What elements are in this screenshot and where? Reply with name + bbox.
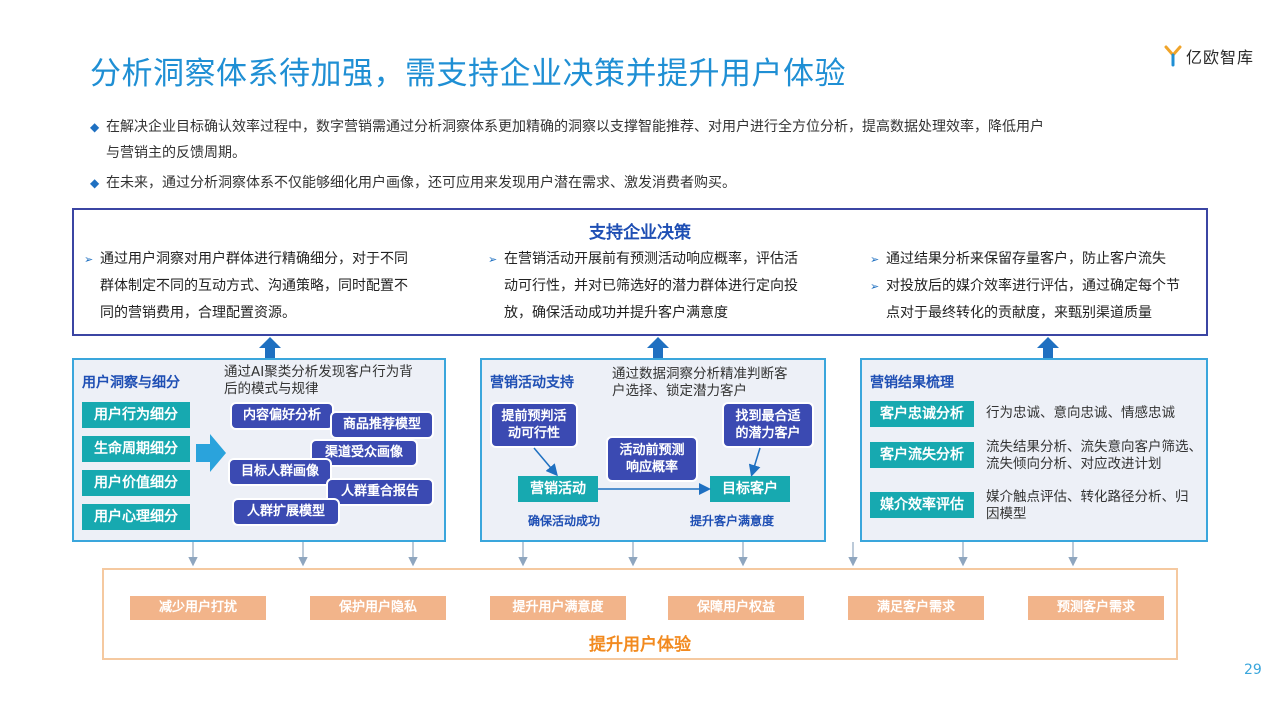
decision-text: 通过结果分析来保留存量客户，防止客户流失 — [886, 251, 1166, 267]
panel-note: 通过数据洞察分析精准判断客 户选择、锁定潜力客户 — [612, 366, 788, 400]
panel-title: 营销结果梳理 — [870, 375, 954, 391]
satisfaction-label: 提升客户满意度 — [690, 514, 775, 528]
analysis-desc: 媒介触点评估、转化路径分析、归 因模型 — [986, 489, 1189, 523]
bullet-text: 在未来，通过分析洞察体系不仅能够细化用户画像，还可应用来发现用户潜在需求、激发消… — [106, 175, 736, 191]
bullet-text: 在解决企业目标确认效率过程中，数字营销需通过分析洞察体系更加精确的洞察以支撑智能… — [106, 119, 1044, 135]
up-arrow-icon — [1037, 337, 1059, 359]
desc-line: 媒介触点评估、转化路径分析、归 — [986, 489, 1189, 505]
box-line: 活动前预测 — [619, 443, 685, 458]
bullet-text: 与营销主的反馈周期。 — [106, 145, 246, 161]
analysis-box: 媒介效率评估 — [870, 492, 974, 518]
bullet-item: ◆ 在解决企业目标确认效率过程中，数字营销需通过分析洞察体系更加精确的洞察以支撑… — [90, 114, 1200, 166]
box-line: 的潜力客户 — [735, 426, 801, 441]
logo-icon — [1164, 45, 1182, 67]
decision-text: 群体制定不同的互动方式、沟通策略，同时配置不 — [100, 278, 408, 294]
note-line: 通过AI聚类分析发现客户行为背 — [224, 364, 413, 380]
decision-text: 同的营销费用，合理配置资源。 — [100, 305, 296, 321]
flow-arrow — [748, 447, 761, 477]
chevron-right-icon: ➢ — [488, 253, 498, 266]
note-line: 后的模式与规律 — [224, 381, 319, 397]
page-title: 分析洞察体系待加强，需支持企业决策并提升用户体验 — [90, 56, 846, 92]
campaign-box: 营销活动 — [518, 476, 598, 502]
predict-box: 活动前预测响应概率 — [606, 436, 698, 482]
panel-title: 用户洞察与细分 — [82, 375, 180, 391]
decision-title: 支持企业决策 — [589, 223, 691, 243]
model-box: 人群扩展模型 — [232, 498, 340, 526]
up-arrow-icon — [647, 337, 669, 359]
decision-col-campaign: ➢ 在营销活动开展前有预测活动响应概率，评估活 动可行性，并对已筛选好的潜力群体进… — [488, 246, 798, 327]
desc-line: 流失倾向分析、对应改进计划 — [986, 456, 1162, 472]
desc-line: 因模型 — [986, 506, 1027, 522]
decision-text: 动可行性，并对已筛选好的潜力群体进行定向投 — [504, 278, 798, 294]
decision-text: 在营销活动开展前有预测活动响应概率，评估活 — [504, 251, 798, 267]
chevron-right-icon: ➢ — [870, 253, 880, 266]
box-line: 找到最合适 — [735, 409, 801, 424]
box-line: 响应概率 — [625, 460, 678, 475]
model-box: 目标人群画像 — [228, 458, 332, 486]
decision-text: 点对于最终转化的贡献度，来甄别渠道质量 — [886, 305, 1152, 321]
note-line: 户选择、锁定潜力客户 — [612, 383, 747, 399]
segment-box: 生命周期细分 — [82, 436, 190, 462]
success-label: 确保活动成功 — [528, 514, 601, 528]
target-customer-box: 目标客户 — [710, 476, 790, 502]
experience-item: 减少用户打扰 — [130, 596, 266, 620]
decision-col-insight: ➢ 通过用户洞察对用户群体进行精确细分，对于不同 群体制定不同的互动方式、沟通策略… — [84, 246, 408, 327]
experience-item: 提升用户满意度 — [490, 596, 626, 620]
analysis-desc: 行为忠诚、意向忠诚、情感忠诚 — [986, 405, 1175, 422]
desc-line: 行为忠诚、意向忠诚、情感忠诚 — [986, 405, 1175, 421]
diamond-icon: ◆ — [90, 176, 100, 190]
model-box: 内容偏好分析 — [230, 402, 334, 430]
chevron-right-icon: ➢ — [870, 280, 880, 293]
model-box: 商品推荐模型 — [330, 411, 434, 439]
experience-item: 保护用户隐私 — [310, 596, 446, 620]
analysis-desc: 流失结果分析、流失意向客户筛选、 流失倾向分析、对应改进计划 — [986, 439, 1202, 473]
target-potential-box: 找到最合适的潜力客户 — [722, 402, 814, 448]
intro-bullets: ◆ 在解决企业目标确认效率过程中，数字营销需通过分析洞察体系更加精确的洞察以支撑… — [90, 114, 1200, 196]
down-connectors — [188, 542, 1078, 567]
decision-box: 支持企业决策 ➢ 通过用户洞察对用户群体进行精确细分，对于不同 群体制定不同的互动… — [72, 208, 1208, 336]
box-line: 动可行性 — [507, 426, 560, 441]
panel-note: 通过AI聚类分析发现客户行为背 后的模式与规律 — [224, 364, 413, 398]
experience-item: 满足客户需求 — [848, 596, 984, 620]
experience-box — [102, 568, 1178, 660]
segment-box: 用户行为细分 — [82, 402, 190, 428]
chevron-right-icon: ➢ — [84, 253, 94, 266]
bullet-item: ◆ 在未来，通过分析洞察体系不仅能够细化用户画像，还可应用来发现用户潜在需求、激… — [90, 170, 1200, 196]
panel-title: 营销活动支持 — [490, 375, 574, 391]
decision-text: 通过用户洞察对用户群体进行精确细分，对于不同 — [100, 251, 408, 267]
note-line: 通过数据洞察分析精准判断客 — [612, 366, 788, 382]
decision-text: 对投放后的媒介效率进行评估，通过确定每个节 — [886, 278, 1180, 294]
desc-line: 流失结果分析、流失意向客户筛选、 — [986, 439, 1202, 455]
model-box: 渠道受众画像 — [310, 439, 418, 467]
experience-item: 预测客户需求 — [1028, 596, 1164, 620]
feasibility-box: 提前预判活动可行性 — [490, 402, 578, 448]
decision-text: 放，确保活动成功并提升客户满意度 — [504, 305, 728, 321]
right-arrow-icon — [196, 434, 226, 472]
experience-title: 提升用户体验 — [589, 635, 691, 655]
box-line: 提前预判活 — [501, 409, 567, 424]
experience-item: 保障用户权益 — [668, 596, 804, 620]
segment-box: 用户价值细分 — [82, 470, 190, 496]
decision-col-result: ➢ 通过结果分析来保留存量客户，防止客户流失 ➢ 对投放后的媒介效率进行评估，通过确… — [870, 246, 1180, 327]
logo: 亿欧智库 — [1164, 44, 1254, 68]
page-number: 29 — [1244, 662, 1262, 678]
segment-box: 用户心理细分 — [82, 504, 190, 530]
flow-arrow — [533, 447, 558, 477]
diamond-icon: ◆ — [90, 120, 100, 134]
analysis-box: 客户流失分析 — [870, 442, 974, 468]
logo-text: 亿欧智库 — [1186, 48, 1255, 67]
model-box: 人群重合报告 — [326, 478, 434, 506]
analysis-box: 客户忠诚分析 — [870, 401, 974, 427]
up-arrow-icon — [259, 337, 281, 359]
